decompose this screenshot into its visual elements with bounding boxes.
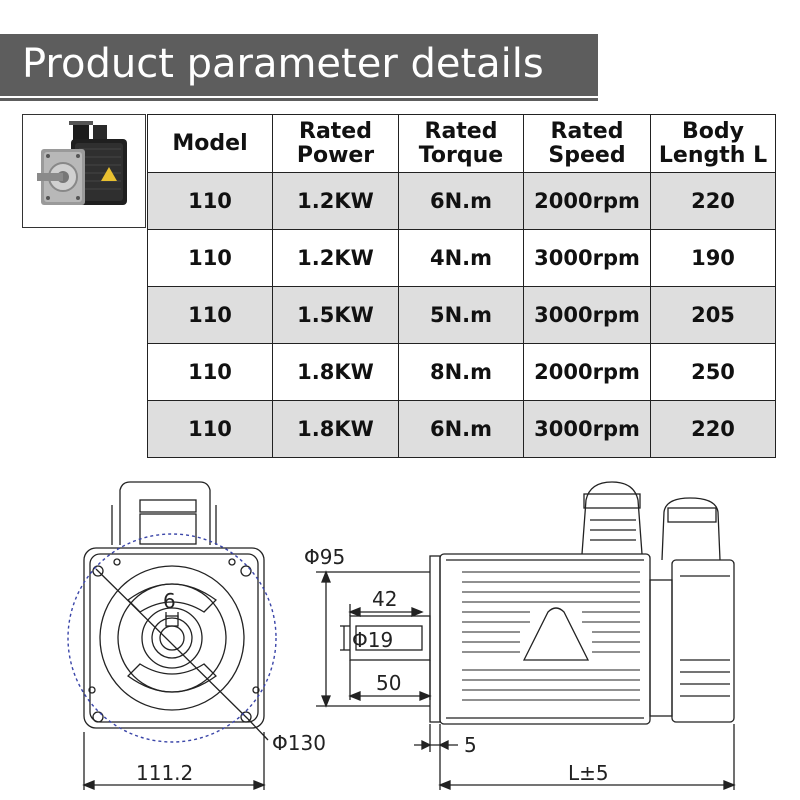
table-row: 110 1.2KW 6N.m 2000rpm 220 (147, 172, 776, 230)
cell-speed: 2000rpm (523, 172, 651, 230)
cell-power: 1.2KW (272, 172, 399, 230)
cell-speed: 3000rpm (523, 229, 651, 287)
cell-torque: 5N.m (398, 286, 524, 344)
table-row: 110 1.8KW 8N.m 2000rpm 250 (147, 343, 776, 401)
table-row: 110 1.5KW 5N.m 3000rpm 205 (147, 286, 776, 344)
dimension-drawing: 6 Φ130 111.2 Φ95 42 Φ19 50 5 L±5 (67, 481, 736, 790)
shaft-diameter-label: Φ19 (352, 628, 393, 652)
header-model: Model (147, 114, 273, 173)
cell-speed: 3000rpm (523, 400, 651, 458)
servo-motor-photo (22, 114, 146, 228)
cell-torque: 8N.m (398, 343, 524, 401)
cell-model: 110 (147, 229, 273, 287)
cell-torque: 4N.m (398, 229, 524, 287)
page-title: Product parameter details (22, 41, 544, 87)
cell-power: 1.2KW (272, 229, 399, 287)
cell-length: 190 (650, 229, 776, 287)
spigot-label: Φ95 (304, 545, 345, 569)
cell-model: 110 (147, 343, 273, 401)
cell-model: 110 (147, 400, 273, 458)
cell-speed: 3000rpm (523, 286, 651, 344)
cell-length: 250 (650, 343, 776, 401)
cell-length: 205 (650, 286, 776, 344)
table-row: 110 1.8KW 6N.m 3000rpm 220 (147, 400, 776, 458)
cell-model: 110 (147, 286, 273, 344)
shaft-length-label: 42 (372, 587, 397, 611)
cell-speed: 2000rpm (523, 343, 651, 401)
cell-length: 220 (650, 400, 776, 458)
spigot-step-label: 5 (464, 733, 477, 757)
front-view (82, 481, 269, 790)
keyway-label: 6 (163, 589, 176, 613)
pitch-circle (67, 533, 277, 743)
cell-power: 1.8KW (272, 343, 399, 401)
flange-circle-label: Φ130 (272, 731, 326, 755)
side-view (316, 481, 736, 790)
cell-power: 1.5KW (272, 286, 399, 344)
title-banner: Product parameter details (0, 34, 598, 96)
shaft-total-label: 50 (376, 671, 401, 695)
table-row: 110 1.2KW 4N.m 3000rpm 190 (147, 229, 776, 287)
cell-length: 220 (650, 172, 776, 230)
cell-torque: 6N.m (398, 400, 524, 458)
servo-motor-image (37, 121, 127, 205)
body-length-label: L±5 (568, 761, 609, 785)
title-underline (0, 98, 598, 101)
cell-torque: 6N.m (398, 172, 524, 230)
cell-power: 1.8KW (272, 400, 399, 458)
square-width-label: 111.2 (136, 761, 193, 785)
cell-model: 110 (147, 172, 273, 230)
